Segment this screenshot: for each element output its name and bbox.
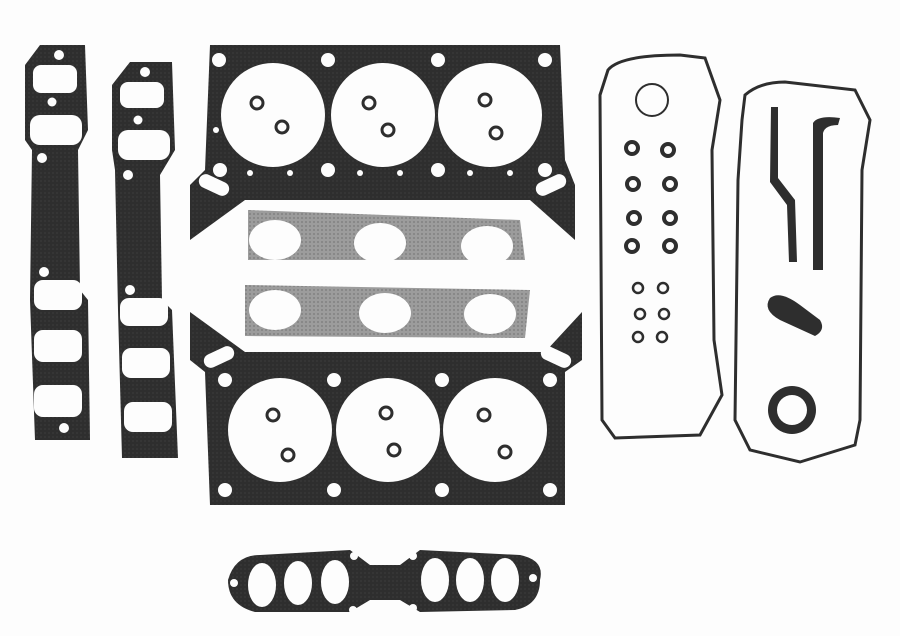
intake-plenum-gasket <box>228 550 541 614</box>
intake-gasket-strip-2 <box>112 62 178 458</box>
exhaust-gasket-lower <box>245 285 530 338</box>
cylinder-head-gasket-upper <box>190 45 575 240</box>
exhaust-gasket-upper <box>248 210 525 266</box>
intake-gasket-strip-1 <box>25 45 90 440</box>
valve-cover-gasket-left <box>598 53 724 440</box>
cylinder-head-gasket-lower <box>190 312 582 505</box>
valve-cover-gasket-right <box>733 80 872 464</box>
